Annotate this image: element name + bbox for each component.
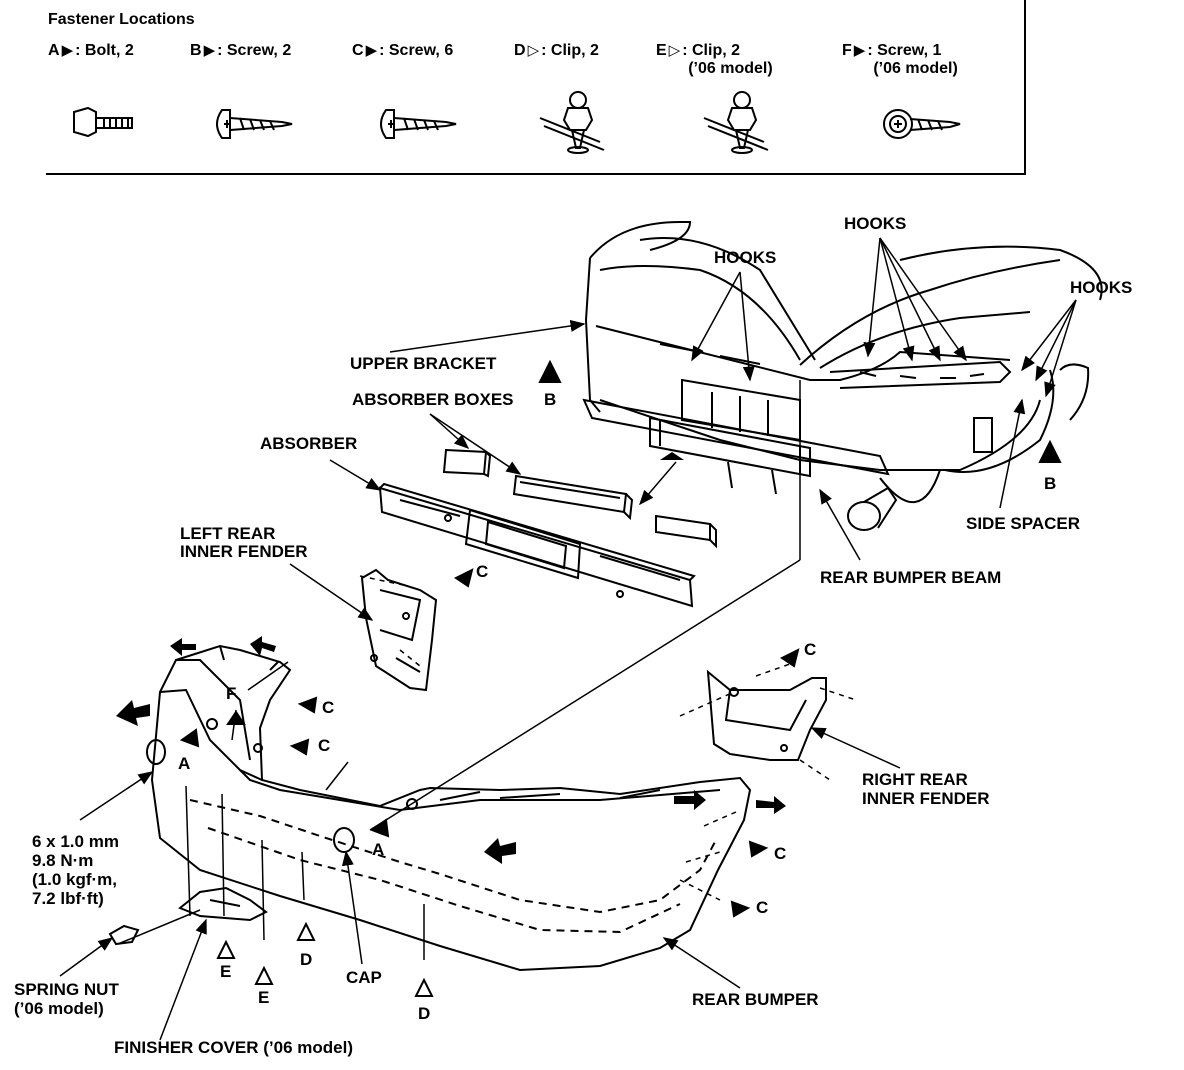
label-absorber-boxes: ABSORBER BOXES xyxy=(352,390,514,409)
marker-letter-e: E xyxy=(220,962,232,981)
finisher-cover xyxy=(178,886,268,922)
marker-letter-c: C xyxy=(756,898,769,917)
fastener-desc: : Clip, 2 xyxy=(541,42,599,59)
marker-letter-e: E xyxy=(258,988,270,1007)
fastener-letter: E xyxy=(656,42,667,59)
fastener-key-e: E ▷ : Clip, 2(’06 model) xyxy=(656,42,773,78)
label-side-spacer: SIDE SPACER xyxy=(966,514,1080,533)
fastener-desc: : Screw, 2 xyxy=(217,42,292,59)
fastener-key-d: D ▷ : Clip, 2 xyxy=(514,42,599,60)
fastener-header: Fastener Locations xyxy=(48,11,195,28)
screw-b-icon xyxy=(216,109,293,139)
marker-letter-c: C xyxy=(318,736,331,755)
marker-letter-a: A xyxy=(372,840,385,859)
label-cap: CAP xyxy=(346,968,382,987)
fastener-desc: : Screw, 1 xyxy=(867,42,942,59)
marker-letter-c: C xyxy=(476,562,489,581)
spring-nut xyxy=(108,924,140,946)
marker-letter-b: B xyxy=(1044,474,1057,493)
fastener-desc: : Bolt, 2 xyxy=(75,42,134,59)
fastener-key-c: C ▶ : Screw, 6 xyxy=(352,42,453,60)
label-rear-bumper: REAR BUMPER xyxy=(692,990,819,1009)
marker-letter-c: C xyxy=(774,844,787,863)
label-torque-line3: (1.0 kgf·m, xyxy=(32,870,118,889)
marker-letter-d: D xyxy=(300,950,313,969)
right-inner-fender xyxy=(706,669,827,761)
label-right-fender-line1: RIGHT REAR xyxy=(862,770,968,789)
vehicle-body xyxy=(584,221,1103,504)
fastener-panel xyxy=(46,0,1026,175)
marker-letter-a: A xyxy=(178,754,191,773)
outline-triangle-icon: ▷ xyxy=(668,42,681,59)
label-left-fender-line2: INNER FENDER xyxy=(180,542,308,561)
label-hooks-center: HOOKS xyxy=(714,248,777,267)
rear-bumper-cover xyxy=(146,644,752,972)
outline-triangle-icon: ▷ xyxy=(527,42,540,59)
label-torque-line1: 6 x 1.0 mm xyxy=(32,832,119,851)
label-absorber: ABSORBER xyxy=(260,434,358,453)
leader-lines xyxy=(59,237,1077,1041)
clip-d-icon xyxy=(539,91,605,154)
bolt-icon xyxy=(73,106,133,138)
label-hooks-right: HOOKS xyxy=(844,214,907,233)
label-finisher-cover: FINISHER COVER (’06 model) xyxy=(114,1038,353,1057)
absorber xyxy=(378,482,696,608)
label-torque-line4: 7.2 lbf·ft) xyxy=(32,889,104,908)
fastener-desc: : Clip, 2 xyxy=(682,42,740,59)
fastener-key-a: A ▶ : Bolt, 2 xyxy=(48,42,134,60)
fastener-letter: B xyxy=(190,42,202,59)
marker-letter-d: D xyxy=(418,1004,431,1023)
fastener-note: (’06 model) xyxy=(688,60,773,77)
fastener-note: (’06 model) xyxy=(873,60,958,77)
fastener-letter: D xyxy=(514,42,526,59)
label-hooks-far-right: HOOKS xyxy=(1070,278,1133,297)
filled-triangle-icon: ▶ xyxy=(203,42,216,59)
fastener-letter: F xyxy=(842,42,852,59)
marker-letter-f: F xyxy=(226,684,237,703)
marker-letter-b: B xyxy=(544,390,557,409)
clip-e-icon xyxy=(703,91,769,154)
filled-triangle-icon: ▶ xyxy=(61,42,74,59)
filled-triangle-icon: ▶ xyxy=(365,42,378,59)
label-upper-bracket: UPPER BRACKET xyxy=(350,354,497,373)
fastener-letter: A xyxy=(48,42,60,59)
label-spring-nut-line2: (’06 model) xyxy=(14,999,104,1018)
filled-triangle-icon: ▶ xyxy=(853,42,866,59)
screw-f-icon xyxy=(883,109,961,139)
absorber-boxes xyxy=(442,448,717,549)
label-torque-line2: 9.8 N·m xyxy=(32,851,94,870)
label-left-fender-line1: LEFT REAR xyxy=(180,524,276,543)
fastener-key-f: F ▶ : Screw, 1(’06 model) xyxy=(842,42,958,78)
left-inner-fender xyxy=(360,568,438,692)
marker-letter-c: C xyxy=(322,698,335,717)
fastener-desc: : Screw, 6 xyxy=(379,42,454,59)
label-right-fender-line2: INNER FENDER xyxy=(862,789,990,808)
direction-arrows xyxy=(116,452,786,864)
fastener-key-b: B ▶ : Screw, 2 xyxy=(190,42,291,60)
label-spring-nut-line1: SPRING NUT xyxy=(14,980,119,999)
marker-letter-c: C xyxy=(804,640,817,659)
fastener-letter: C xyxy=(352,42,364,59)
location-markers xyxy=(179,359,1062,997)
screw-c-icon xyxy=(380,109,457,139)
label-rear-bumper-beam: REAR BUMPER BEAM xyxy=(820,568,1002,587)
